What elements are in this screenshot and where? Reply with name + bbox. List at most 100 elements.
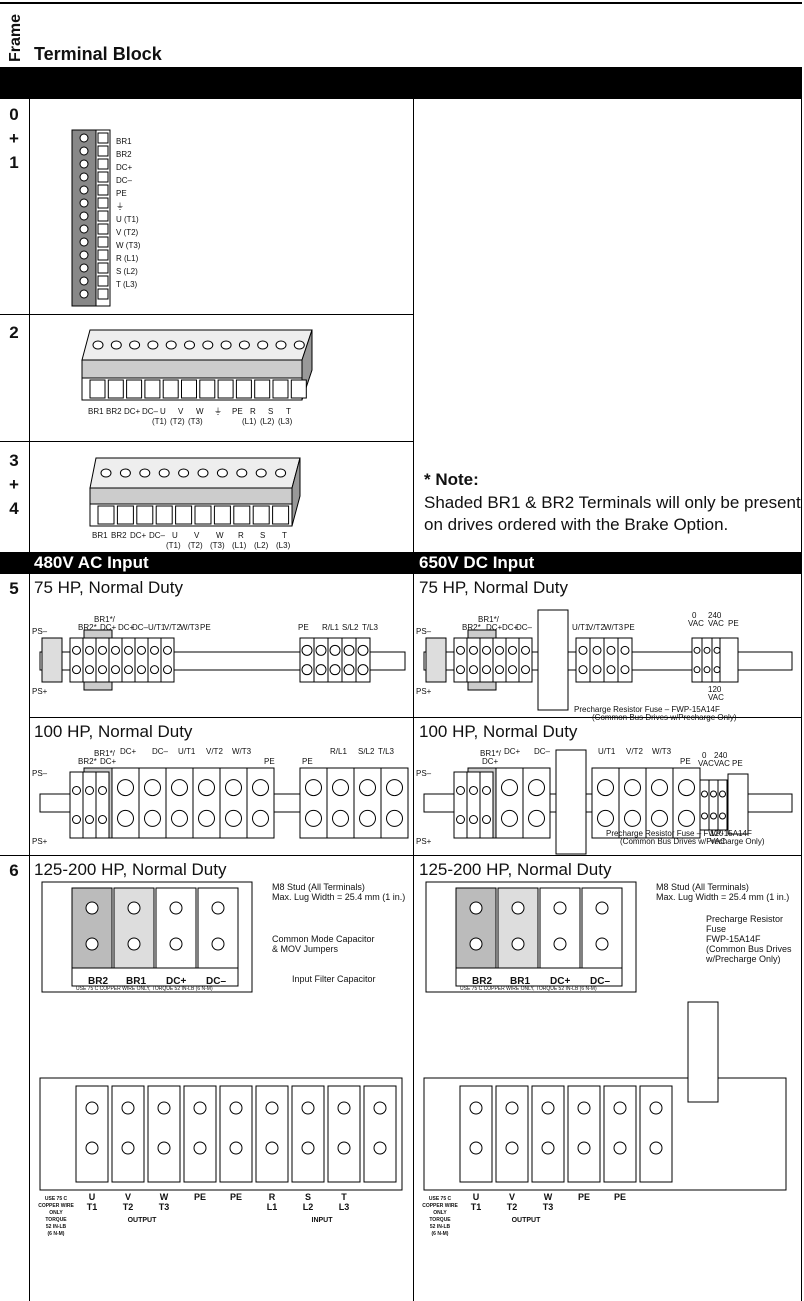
stud xyxy=(85,937,99,951)
terminal-screw xyxy=(79,172,89,182)
terminal-screw xyxy=(119,468,131,478)
terminal-screw xyxy=(501,809,518,827)
ac-125hp-title: 125-200 HP, Normal Duty xyxy=(34,860,227,879)
stud xyxy=(469,1141,483,1155)
power-terminal xyxy=(459,1085,493,1183)
terminal-cell xyxy=(95,771,110,839)
terminal-screw xyxy=(98,785,107,795)
stud xyxy=(337,1101,351,1115)
terminal-screw xyxy=(624,779,641,797)
terminal-cell xyxy=(326,767,355,839)
power-terminal xyxy=(75,1085,109,1183)
terminal-screw xyxy=(456,785,465,795)
terminal-screw xyxy=(528,809,545,827)
terminal-screw xyxy=(606,665,616,675)
frame01-label: PE xyxy=(116,189,127,198)
wt3-label: W/T3 xyxy=(232,747,252,756)
m8-stud-label: M8 Stud (All Terminals) xyxy=(272,882,365,892)
dc-minus-big-label: DC– xyxy=(590,976,610,987)
br2-label: BR2* xyxy=(78,623,97,632)
terminal-screw xyxy=(79,250,89,260)
stud xyxy=(541,1101,555,1115)
terminal-screw xyxy=(343,664,355,676)
copper-wire-short: (6 N-M) xyxy=(48,1231,65,1237)
terminal-screw xyxy=(357,644,369,656)
stud xyxy=(301,1141,315,1155)
terminal-screw xyxy=(592,645,602,655)
ac-100hp-title: 100 HP, Normal Duty xyxy=(34,722,193,741)
terminal-cell xyxy=(219,767,248,839)
terminal-screw xyxy=(150,645,159,655)
terminal-screw xyxy=(301,664,313,676)
terminal-screw xyxy=(710,790,717,798)
terminal-slot xyxy=(97,184,109,196)
terminal-screw xyxy=(216,468,228,478)
terminal-cell xyxy=(95,637,110,683)
terminal-slot xyxy=(181,379,197,399)
terminal-screw xyxy=(72,645,81,655)
frame01-label: ⏚ xyxy=(116,202,124,211)
copper-wire-short: ONLY xyxy=(433,1210,447,1216)
stud xyxy=(265,1141,279,1155)
vac-240-label: 240 xyxy=(708,611,722,620)
stud xyxy=(373,1101,387,1115)
terminal-cell xyxy=(138,767,167,839)
terminal-cell xyxy=(466,637,481,683)
terminal-cell xyxy=(672,767,701,839)
terminal-cell xyxy=(299,637,315,683)
br2-big-label: BR2 xyxy=(88,976,108,987)
stud xyxy=(85,1101,99,1115)
frame-label-text: Frame xyxy=(7,14,24,62)
terminal-cell xyxy=(708,779,719,831)
stud xyxy=(505,1101,519,1115)
terminal-screw xyxy=(501,779,518,797)
terminal-slot xyxy=(97,249,109,261)
terminal-screw xyxy=(386,809,403,827)
terminal-screw xyxy=(275,468,287,478)
tl3-label: T/L3 xyxy=(362,623,379,632)
terminal-screw xyxy=(578,665,588,675)
sl2-label: S/L2 xyxy=(358,747,375,756)
terminal-screw xyxy=(85,815,94,825)
ut1-label: U/T1 xyxy=(178,747,196,756)
terminal-cell xyxy=(69,637,84,683)
terminal-screw xyxy=(456,815,465,825)
frame-plus-a: + xyxy=(9,129,19,148)
ps-plus-label: PS+ xyxy=(32,837,48,846)
note-title: * Note: xyxy=(424,470,479,489)
terminal-big-sub: L2 xyxy=(303,1202,314,1212)
terminal-screw xyxy=(79,198,89,208)
pe-label-2: PE xyxy=(298,623,309,632)
terminal-screw xyxy=(198,809,215,827)
terminal-slot xyxy=(213,505,231,525)
terminal-screw xyxy=(578,645,588,655)
terminal-screw xyxy=(72,815,81,825)
terminal-cell xyxy=(603,637,619,683)
frame2-label: BR2 xyxy=(106,407,122,416)
frame2-label: T xyxy=(286,407,291,416)
sl2-label: S/L2 xyxy=(342,623,359,632)
frame34-label: T xyxy=(282,531,287,540)
terminal-cell xyxy=(313,637,329,683)
m8-stud-label: M8 Stud (All Terminals) xyxy=(656,882,749,892)
terminal-screw xyxy=(329,664,341,676)
stud xyxy=(505,1141,519,1155)
vac-120-label: 120 xyxy=(708,685,722,694)
terminal-slot xyxy=(97,197,109,209)
terminal-screw xyxy=(703,666,711,674)
terminal-screw xyxy=(713,646,721,654)
frame-0: 0 xyxy=(9,105,19,124)
terminal-screw xyxy=(719,812,726,820)
terminal-cell xyxy=(453,771,468,839)
terminal-screw xyxy=(482,645,491,655)
terminal-screw xyxy=(710,812,717,820)
ps-plus-label: PS+ xyxy=(416,837,432,846)
dc-minus-label: DC– xyxy=(516,623,533,632)
terminal-screw xyxy=(139,468,151,478)
terminal-big-label: W xyxy=(544,1192,553,1202)
terminal-cell xyxy=(111,767,140,839)
terminal-big-label: V xyxy=(125,1192,131,1202)
